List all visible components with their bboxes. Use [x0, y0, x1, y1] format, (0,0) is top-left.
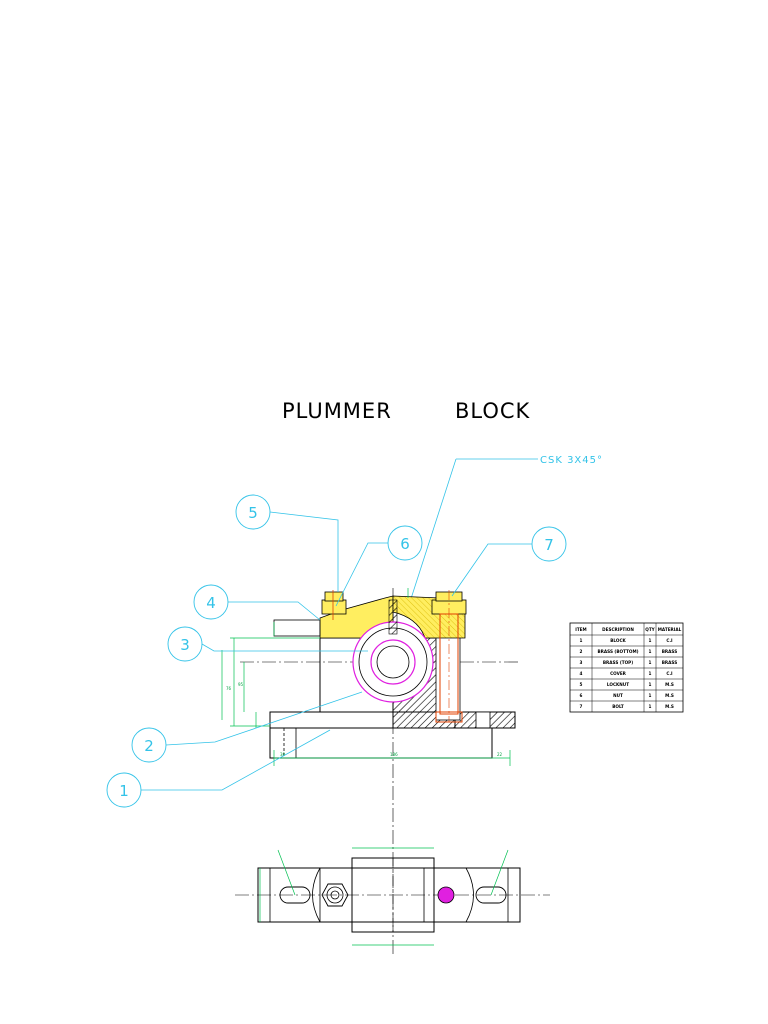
parts-list-row: 3 BRASS (TOP) 1 BRASS [580, 660, 678, 665]
parts-list-cell: 1 [649, 671, 652, 676]
svg-text:4: 4 [206, 594, 216, 612]
parts-list-cell: BRASS (BOTTOM) [597, 649, 638, 654]
title-word-block: BLOCK [455, 399, 531, 423]
svg-text:QTY: QTY [645, 627, 655, 632]
parts-list-cell: 7 [580, 704, 583, 709]
parts-list-row: 6 NUT 1 M.S [580, 693, 674, 698]
parts-list-row: 5 LOCKNUT 1 M.S [580, 682, 674, 687]
callout-1: 1 [106, 729, 331, 808]
parts-list-cell: M.S [665, 704, 674, 709]
csk-note: CSK 3X45° [407, 455, 603, 609]
parts-list-cell: LOCKNUT [607, 682, 629, 687]
parts-list-cell: M.S [665, 682, 674, 687]
parts-list-cell: 1 [649, 693, 652, 698]
svg-text:MATERIAL: MATERIAL [658, 627, 682, 632]
callout-6: 6 [335, 525, 423, 607]
callout-7: 7 [451, 526, 567, 597]
parts-list-cell: BOLT [612, 704, 624, 709]
parts-list-cell: BLOCK [610, 638, 626, 643]
svg-text:5: 5 [248, 504, 258, 522]
parts-list-cell: 5 [580, 682, 583, 687]
svg-text:ITEM: ITEM [575, 627, 586, 632]
callout-5: 5 [235, 494, 339, 592]
parts-list-cell: C.I [666, 638, 673, 643]
svg-text:38: 38 [280, 752, 286, 757]
parts-list-row: 1 BLOCK 1 C.I [580, 638, 674, 643]
parts-list-cell: 1 [649, 704, 652, 709]
svg-text:1: 1 [119, 782, 129, 800]
parts-list-cell: 3 [580, 660, 583, 665]
svg-text:6: 6 [400, 535, 410, 553]
parts-list-cell: 1 [580, 638, 583, 643]
parts-list-cell: 2 [580, 649, 583, 654]
svg-text:76: 76 [226, 686, 232, 691]
csk-note-text: CSK 3X45° [540, 455, 603, 466]
parts-list-cell: BRASS [662, 660, 678, 665]
svg-text:7: 7 [544, 536, 554, 554]
svg-text:22: 22 [497, 752, 503, 757]
parts-list-cell: BRASS (TOP) [603, 660, 633, 665]
parts-list-cell: 1 [649, 660, 652, 665]
parts-list-cell: C.I [666, 671, 673, 676]
parts-list-cell: NUT [613, 693, 623, 698]
front-view: 95 76 186 38 22 [221, 588, 518, 955]
parts-list-cell: 1 [649, 682, 652, 687]
svg-text:DESCRIPTION: DESCRIPTION [602, 627, 634, 632]
parts-list-cell: 4 [580, 671, 583, 676]
parts-list-row: 7 BOLT 1 M.S [580, 704, 674, 709]
parts-list-cell: BRASS [662, 649, 678, 654]
parts-list-cell: COVER [610, 671, 627, 676]
parts-list-row: 4 COVER 1 C.I [580, 671, 674, 676]
callout-3: 3 [167, 626, 368, 662]
parts-list-cell: M.S [665, 693, 674, 698]
title-word-plummer: PLUMMER [282, 399, 392, 423]
callout-2: 2 [131, 691, 363, 763]
parts-list-row: 2 BRASS (BOTTOM) 1 BRASS [580, 649, 678, 654]
svg-text:2: 2 [144, 737, 154, 755]
svg-text:186: 186 [390, 752, 398, 757]
top-view [235, 847, 550, 946]
parts-list-header: ITEM DESCRIPTION QTY MATERIAL [575, 627, 681, 632]
parts-list-cell: 6 [580, 693, 583, 698]
parts-list-cell: 1 [649, 649, 652, 654]
callout-4: 4 [193, 584, 321, 621]
svg-text:95: 95 [238, 682, 244, 687]
parts-list-cell: 1 [649, 638, 652, 643]
svg-text:3: 3 [180, 636, 190, 654]
